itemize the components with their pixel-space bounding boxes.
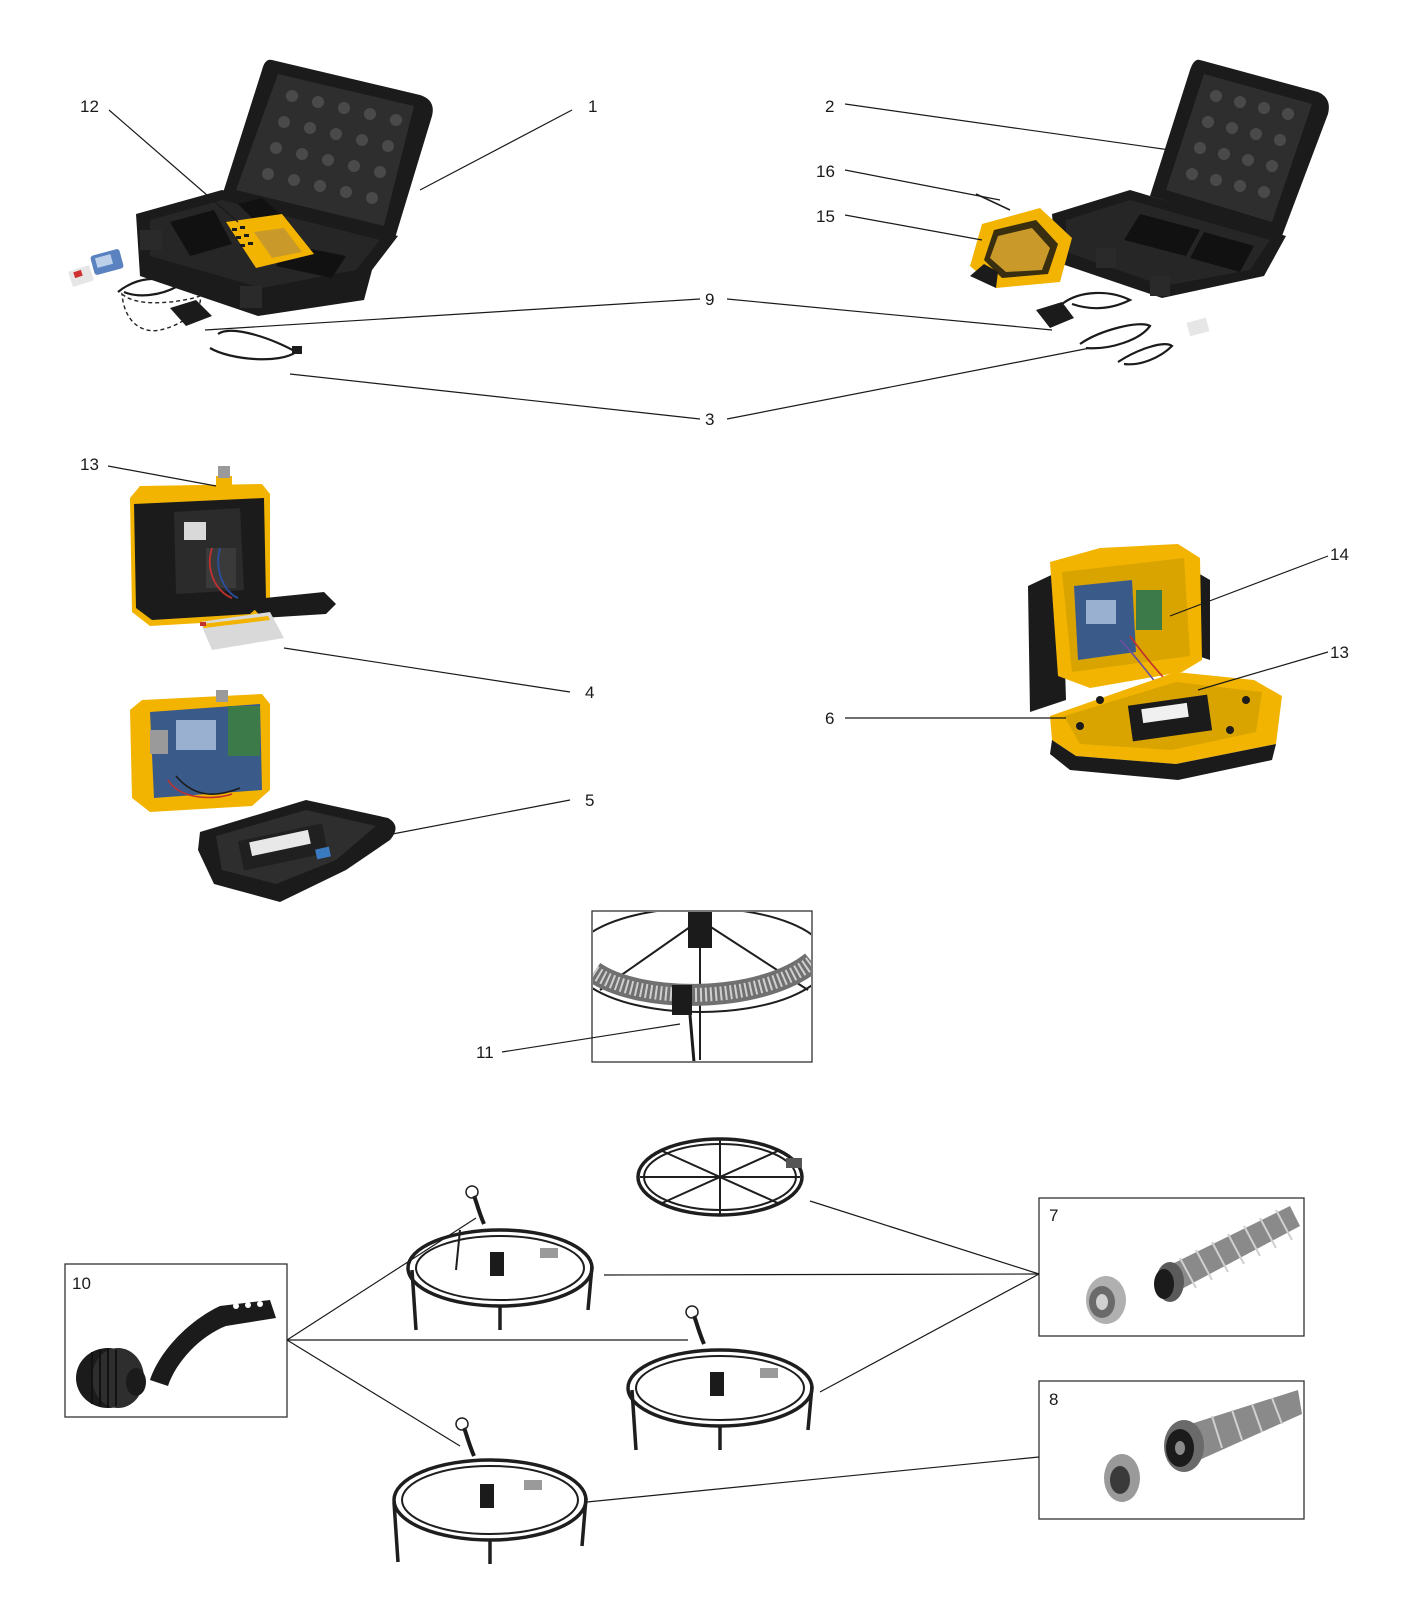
monitor-open-illustration	[130, 690, 396, 902]
monitor-battery-illustration	[130, 466, 336, 650]
callout-5: 5	[585, 791, 594, 810]
callout-9: 9	[705, 290, 714, 309]
reel-small	[636, 1137, 804, 1217]
callout-3: 3	[705, 410, 714, 429]
callout-16: 16	[816, 162, 835, 181]
callout-7: 7	[1049, 1206, 1058, 1225]
detail-box-8	[1038, 1380, 1305, 1520]
case-1-illustration	[68, 59, 433, 361]
reel-medium-2	[626, 1305, 814, 1451]
callout-6: 6	[825, 709, 834, 728]
callout-14: 14	[1330, 545, 1349, 564]
callout-12: 12	[80, 97, 99, 116]
detail-box-10	[64, 1263, 288, 1418]
callout-13-right: 13	[1330, 643, 1349, 662]
detail-box-11	[591, 910, 813, 1063]
detail-box-7	[1038, 1197, 1305, 1337]
callout-4: 4	[585, 683, 594, 702]
callout-11: 11	[476, 1043, 494, 1062]
reel-medium-1	[406, 1185, 594, 1331]
monitor-large-open-illustration	[1028, 544, 1282, 780]
callout-15: 15	[816, 207, 835, 226]
callout-8: 8	[1049, 1390, 1058, 1409]
leader-lines	[107, 103, 1329, 1503]
reel-large	[392, 1417, 588, 1564]
callout-1: 1	[588, 97, 597, 116]
callout-10: 10	[72, 1274, 91, 1293]
callout-13-left: 13	[80, 455, 99, 474]
callout-2: 2	[825, 97, 834, 116]
case-2-illustration	[970, 59, 1329, 366]
